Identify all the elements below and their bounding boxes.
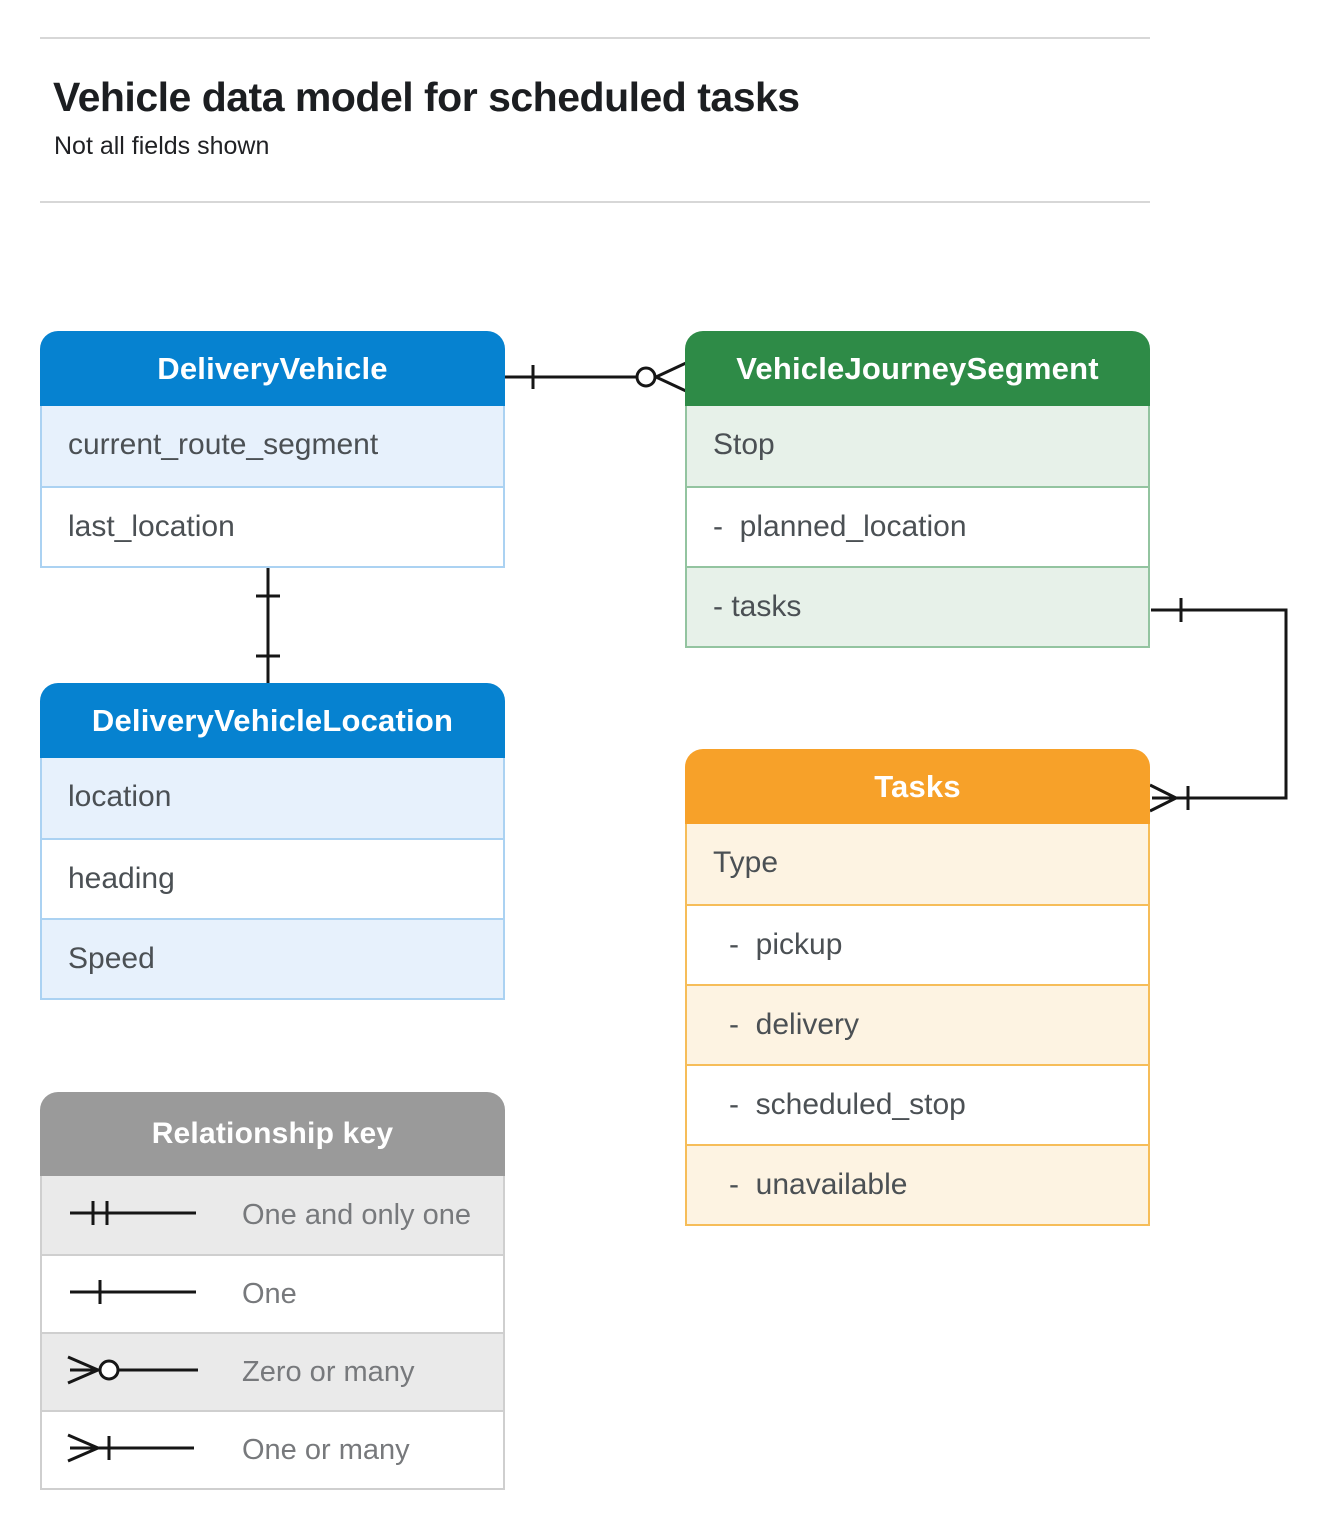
- zero-or-many-icon: [64, 1348, 214, 1397]
- entity-delivery-vehicle-fields: current_route_segment last_location: [40, 406, 505, 568]
- legend-row-one: One: [42, 1254, 503, 1332]
- legend-label: One: [242, 1277, 297, 1310]
- entity-delivery-vehicle-location: DeliveryVehicleLocation location heading…: [40, 683, 505, 1000]
- legend-label: One and only one: [242, 1198, 471, 1231]
- legend-label: One or many: [242, 1433, 410, 1466]
- relationship-key-title: Relationship key: [40, 1092, 505, 1176]
- entity-delivery-vehicle-location-fields: location heading Speed: [40, 758, 505, 1000]
- field-last-location: last_location: [42, 486, 503, 566]
- field-heading: heading: [42, 838, 503, 918]
- legend-label: Zero or many: [242, 1355, 415, 1388]
- legend-row-zero-or-many: Zero or many: [42, 1332, 503, 1410]
- entity-delivery-vehicle-title: DeliveryVehicle: [40, 331, 505, 406]
- field-pickup: - pickup: [687, 904, 1148, 984]
- relationship-key: Relationship key One and only one: [40, 1092, 505, 1490]
- field-type: Type: [687, 824, 1148, 904]
- field-speed: Speed: [42, 918, 503, 998]
- entity-tasks-title: Tasks: [685, 749, 1150, 824]
- field-stop: Stop: [687, 406, 1148, 486]
- field-location: location: [42, 758, 503, 838]
- connector-deliveryvehicle-to-deliveryvehiclelocation: [256, 567, 280, 684]
- entity-tasks: Tasks Type - pickup - delivery - schedul…: [685, 749, 1150, 1226]
- entity-vehicle-journey-segment: VehicleJourneySegment Stop - planned_loc…: [685, 331, 1150, 648]
- one-or-many-icon: [64, 1426, 214, 1475]
- connector-deliveryvehicle-to-vehiclejourneysegment: [505, 361, 687, 393]
- connector-vehiclejourneysegment-to-tasks: [1149, 598, 1288, 813]
- relationship-key-body: One and only one One: [40, 1176, 505, 1490]
- field-tasks: - tasks: [687, 566, 1148, 646]
- page-title: Vehicle data model for scheduled tasks: [53, 74, 800, 120]
- field-unavailable: - unavailable: [687, 1144, 1148, 1224]
- entity-vehicle-journey-segment-title: VehicleJourneySegment: [685, 331, 1150, 406]
- one-and-only-one-icon: [64, 1191, 214, 1240]
- header-divider: [40, 201, 1150, 203]
- entity-vehicle-journey-segment-fields: Stop - planned_location - tasks: [685, 406, 1150, 648]
- legend-row-one-and-only-one: One and only one: [42, 1176, 503, 1254]
- one-icon: [64, 1270, 214, 1319]
- field-planned-location: - planned_location: [687, 486, 1148, 566]
- field-delivery: - delivery: [687, 984, 1148, 1064]
- entity-delivery-vehicle-location-title: DeliveryVehicleLocation: [40, 683, 505, 758]
- field-scheduled-stop: - scheduled_stop: [687, 1064, 1148, 1144]
- page-subtitle: Not all fields shown: [54, 132, 270, 160]
- legend-row-one-or-many: One or many: [42, 1410, 503, 1488]
- top-divider: [40, 37, 1150, 39]
- entity-delivery-vehicle: DeliveryVehicle current_route_segment la…: [40, 331, 505, 568]
- entity-tasks-fields: Type - pickup - delivery - scheduled_sto…: [685, 824, 1150, 1226]
- field-current-route-segment: current_route_segment: [42, 406, 503, 486]
